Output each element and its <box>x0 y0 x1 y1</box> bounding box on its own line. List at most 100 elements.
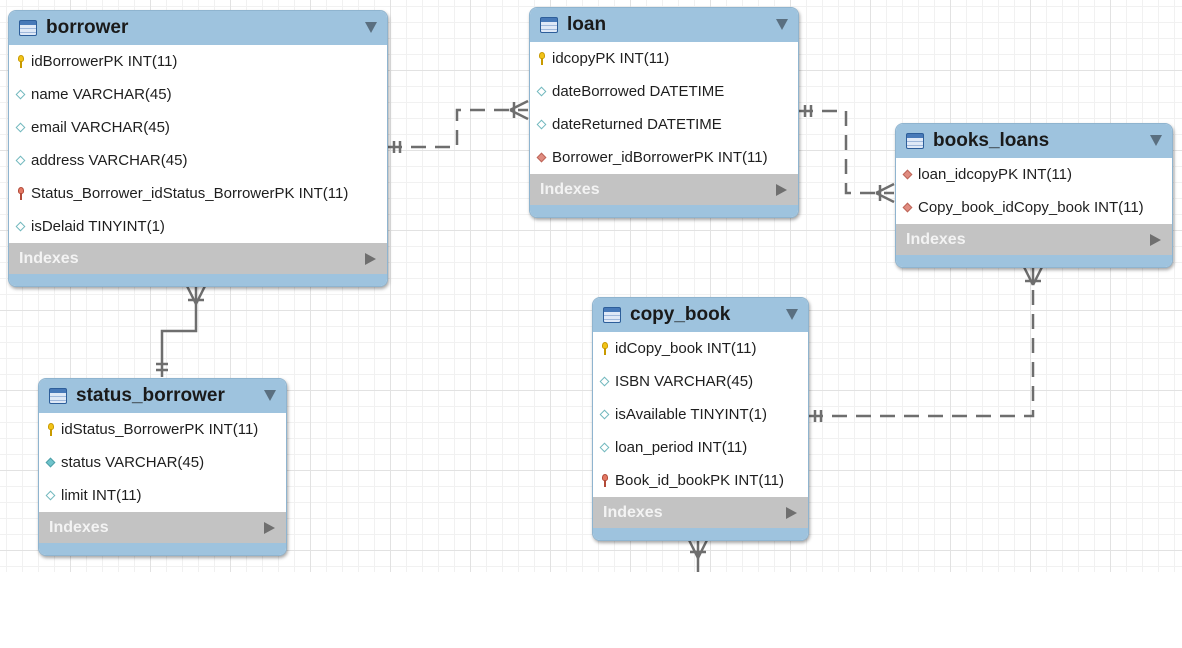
relationship-copy-book-books-loans[interactable] <box>808 267 1035 418</box>
column-name: limit INT(11) <box>61 487 142 504</box>
column-name: address VARCHAR(45) <box>31 152 188 169</box>
table-header[interactable]: copy_book <box>593 298 808 332</box>
column-diamond-icon <box>16 220 26 234</box>
table-footer <box>39 543 286 555</box>
column-list: idCopy_book INT(11) ISBN VARCHAR(45)isAva… <box>593 332 808 497</box>
crows-foot-marker <box>509 99 529 121</box>
column-row[interactable]: status VARCHAR(45) <box>39 446 286 479</box>
foreign-key-diamond-icon <box>537 151 547 165</box>
table-icon <box>19 20 37 36</box>
column-name: status VARCHAR(45) <box>61 454 205 471</box>
indexes-label: Indexes <box>603 503 663 521</box>
collapse-arrow-icon[interactable] <box>365 22 377 33</box>
primary-key-icon <box>600 341 610 356</box>
column-row[interactable]: dateBorrowed DATETIME <box>530 75 798 108</box>
table-icon <box>906 133 924 149</box>
primary-key-icon <box>16 54 26 69</box>
column-name: loan_idcopyPK INT(11) <box>918 166 1072 183</box>
column-row[interactable]: loan_idcopyPK INT(11) <box>896 158 1172 191</box>
column-name: idStatus_BorrowerPK INT(11) <box>61 421 259 438</box>
column-name: idCopy_book INT(11) <box>615 340 757 357</box>
foreign-primary-key-icon <box>16 186 26 201</box>
collapse-arrow-icon[interactable] <box>776 19 788 30</box>
table-footer <box>9 274 387 286</box>
indexes-label: Indexes <box>49 518 109 536</box>
table-title: loan <box>567 14 607 35</box>
column-row[interactable]: idStatus_BorrowerPK INT(11) <box>39 413 286 446</box>
table-header[interactable]: status_borrower <box>39 379 286 413</box>
column-row[interactable]: ISBN VARCHAR(45) <box>593 365 808 398</box>
collapse-arrow-icon[interactable] <box>1150 135 1162 146</box>
crows-foot-marker <box>185 285 207 305</box>
column-row[interactable]: isAvailable TINYINT(1) <box>593 398 808 431</box>
indexes-label: Indexes <box>19 249 79 267</box>
indexes-row[interactable]: Indexes <box>39 512 286 543</box>
column-row[interactable]: limit INT(11) <box>39 479 286 512</box>
primary-key-icon <box>46 422 56 437</box>
column-diamond-icon <box>537 85 547 99</box>
column-diamond-icon <box>600 441 610 455</box>
table-title: copy_book <box>630 304 731 325</box>
column-diamond-icon <box>16 154 26 168</box>
column-row[interactable]: Borrower_idBorrowerPK INT(11) <box>530 141 798 174</box>
indexes-row[interactable]: Indexes <box>593 497 808 528</box>
expand-arrow-icon[interactable] <box>786 507 797 519</box>
one-and-only-one-marker <box>392 141 402 153</box>
column-diamond-icon <box>600 375 610 389</box>
indexes-row[interactable]: Indexes <box>896 224 1172 255</box>
table-borrower[interactable]: borrower idBorrowerPK INT(11)name VARCHA… <box>8 10 388 287</box>
column-name: isDelaid TINYINT(1) <box>31 218 165 235</box>
column-list: idBorrowerPK INT(11)name VARCHAR(45) emai… <box>9 45 387 243</box>
table-title: books_loans <box>933 130 1050 151</box>
table-books-loans[interactable]: books_loans loan_idcopyPK INT(11) Copy_bo… <box>895 123 1173 268</box>
column-name: dateReturned DATETIME <box>552 116 722 133</box>
column-row[interactable]: isDelaid TINYINT(1) <box>9 210 387 243</box>
collapse-arrow-icon[interactable] <box>264 390 276 401</box>
column-name: loan_period INT(11) <box>615 439 748 456</box>
column-row[interactable]: email VARCHAR(45) <box>9 111 387 144</box>
table-loan[interactable]: loan idcopyPK INT(11) dateBorrowed DATETI… <box>529 7 799 218</box>
column-row[interactable]: loan_period INT(11) <box>593 431 808 464</box>
column-row[interactable]: Copy_book_idCopy_book INT(11) <box>896 191 1172 224</box>
indexes-label: Indexes <box>906 230 966 248</box>
expand-arrow-icon[interactable] <box>776 184 787 196</box>
table-copy-book[interactable]: copy_book idCopy_book INT(11) ISBN VARCHA… <box>592 297 809 541</box>
table-status-borrower[interactable]: status_borrower idStatus_BorrowerPK INT(… <box>38 378 287 556</box>
collapse-arrow-icon[interactable] <box>786 309 798 320</box>
table-header[interactable]: books_loans <box>896 124 1172 158</box>
expand-arrow-icon[interactable] <box>365 253 376 265</box>
foreign-key-diamond-icon <box>903 201 913 215</box>
relationship-borrower-loan[interactable] <box>387 108 528 149</box>
column-row[interactable]: name VARCHAR(45) <box>9 78 387 111</box>
column-diamond-icon <box>16 88 26 102</box>
one-and-only-one-marker <box>156 362 168 372</box>
column-name: dateBorrowed DATETIME <box>552 83 725 100</box>
not-null-diamond-icon <box>46 456 56 470</box>
column-row[interactable]: Book_id_bookPK INT(11) <box>593 464 808 497</box>
relationship-loan-books-loans[interactable] <box>798 109 894 195</box>
column-name: Status_Borrower_idStatus_BorrowerPK INT(… <box>31 185 349 202</box>
column-row[interactable]: Status_Borrower_idStatus_BorrowerPK INT(… <box>9 177 387 210</box>
column-list: loan_idcopyPK INT(11) Copy_book_idCopy_bo… <box>896 158 1172 224</box>
column-row[interactable]: dateReturned DATETIME <box>530 108 798 141</box>
column-row[interactable]: address VARCHAR(45) <box>9 144 387 177</box>
expand-arrow-icon[interactable] <box>1150 234 1161 246</box>
table-header[interactable]: borrower <box>9 11 387 45</box>
column-diamond-icon <box>16 121 26 135</box>
one-and-only-one-marker <box>803 105 813 117</box>
column-diamond-icon <box>46 489 56 503</box>
column-row[interactable]: idCopy_book INT(11) <box>593 332 808 365</box>
relationship-status-borrower-borrower[interactable] <box>160 286 198 377</box>
crows-foot-marker <box>1022 266 1044 286</box>
indexes-row[interactable]: Indexes <box>530 174 798 205</box>
indexes-label: Indexes <box>540 180 600 198</box>
column-diamond-icon <box>537 118 547 132</box>
table-header[interactable]: loan <box>530 8 798 42</box>
column-name: email VARCHAR(45) <box>31 119 170 136</box>
indexes-row[interactable]: Indexes <box>9 243 387 274</box>
column-row[interactable]: idcopyPK INT(11) <box>530 42 798 75</box>
expand-arrow-icon[interactable] <box>264 522 275 534</box>
table-icon <box>49 388 67 404</box>
column-row[interactable]: idBorrowerPK INT(11) <box>9 45 387 78</box>
column-name: Borrower_idBorrowerPK INT(11) <box>552 149 768 166</box>
